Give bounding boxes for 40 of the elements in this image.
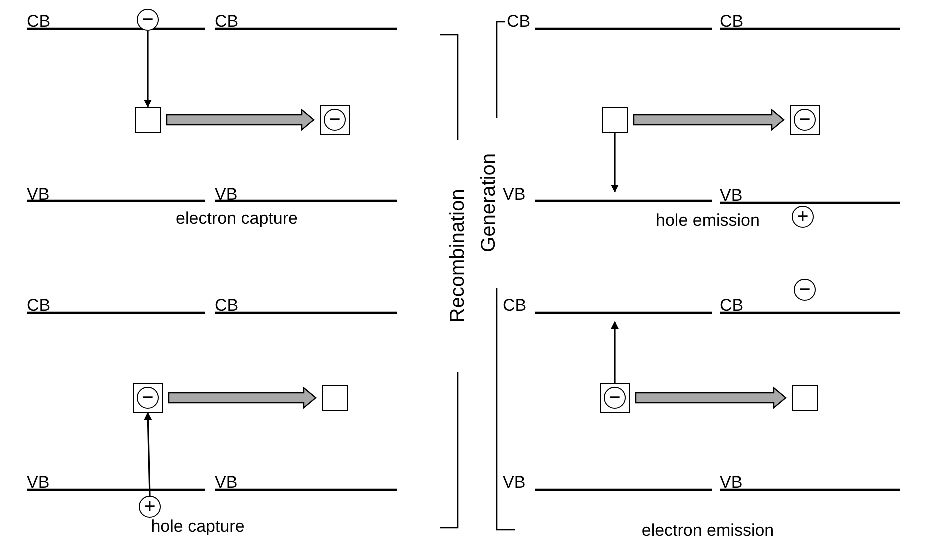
block-arrow bbox=[633, 108, 785, 132]
carrier-circle: − bbox=[604, 387, 626, 409]
arrow bbox=[611, 321, 619, 383]
trap-box bbox=[135, 107, 161, 133]
band-label: CB bbox=[27, 13, 51, 30]
carrier-circle: − bbox=[324, 109, 346, 131]
band-label: VB bbox=[503, 186, 526, 203]
arrow bbox=[144, 31, 152, 108]
band-label: VB bbox=[720, 474, 743, 491]
carrier-circle: + bbox=[139, 496, 161, 518]
caption: electron capture bbox=[176, 210, 298, 227]
carrier-circle: + bbox=[792, 206, 814, 228]
band-label: CB bbox=[215, 13, 239, 30]
band-label: VB bbox=[27, 186, 50, 203]
arrow bbox=[611, 133, 619, 193]
block-arrow bbox=[635, 386, 787, 410]
band-label: CB bbox=[507, 13, 531, 30]
carrier-circle: − bbox=[137, 387, 159, 409]
band-label: CB bbox=[503, 297, 527, 314]
caption: hole capture bbox=[151, 518, 245, 535]
band-label: VB bbox=[503, 474, 526, 491]
band-label: VB bbox=[215, 186, 238, 203]
band-label: VB bbox=[720, 187, 743, 204]
block-arrow bbox=[168, 386, 317, 410]
band-label: CB bbox=[27, 297, 51, 314]
carrier-circle: − bbox=[794, 279, 816, 301]
block-arrow bbox=[166, 108, 315, 132]
trap-box bbox=[602, 107, 628, 133]
band-label: CB bbox=[720, 13, 744, 30]
caption: electron emission bbox=[642, 522, 774, 539]
trap-box bbox=[792, 385, 818, 411]
band-label: VB bbox=[27, 474, 50, 491]
carrier-circle: − bbox=[137, 9, 159, 31]
caption: hole emission bbox=[656, 212, 760, 229]
carrier-circle: − bbox=[794, 109, 816, 131]
arrow bbox=[144, 412, 152, 496]
band-label: CB bbox=[215, 297, 239, 314]
band-label: CB bbox=[720, 297, 744, 314]
band-label: VB bbox=[215, 474, 238, 491]
trap-box bbox=[322, 385, 348, 411]
